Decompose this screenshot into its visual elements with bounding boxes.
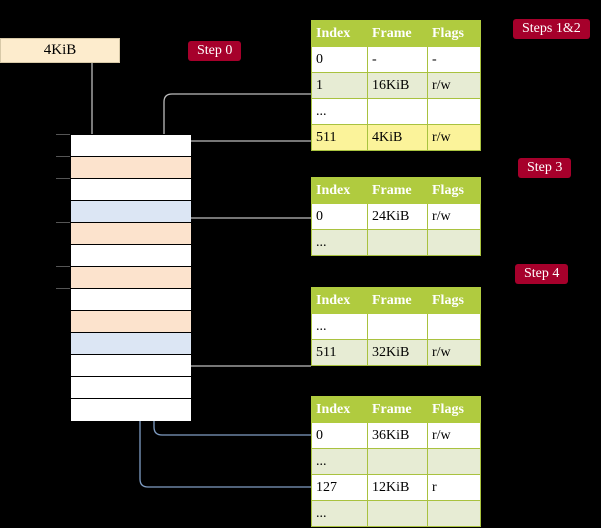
cell-flags — [427, 313, 481, 340]
cell-frame: - — [367, 46, 428, 73]
table-row: 0 36KiB r/w — [311, 422, 481, 449]
page-table-level-3: Index Frame Flags 0 24KiB r/w ... — [311, 177, 481, 256]
table-row: 0 - - — [311, 46, 481, 73]
cell-flags: r/w — [427, 72, 481, 99]
physical-memory-column — [70, 134, 191, 421]
cell-index: 511 — [311, 339, 368, 366]
memory-tick — [56, 134, 70, 135]
cell-flags — [427, 229, 481, 256]
memory-tick — [56, 222, 70, 223]
cell-index: 127 — [311, 474, 368, 501]
cell-frame: 12KiB — [367, 474, 428, 501]
table-row: 511 32KiB r/w — [311, 339, 481, 366]
cell-flags: r/w — [427, 203, 481, 230]
cell-flags: r/w — [427, 339, 481, 366]
cell-index: 0 — [311, 203, 368, 230]
cell-frame — [367, 229, 428, 256]
table-row: 511 4KiB r/w — [311, 124, 481, 151]
cell-index: ... — [311, 313, 368, 340]
cell-flags — [427, 448, 481, 475]
table-row: ... — [311, 98, 481, 125]
page-box-4kib: 4KiB — [0, 38, 120, 63]
memory-tick — [56, 266, 70, 267]
memory-frame-row — [71, 179, 191, 201]
table-row: ... — [311, 313, 481, 340]
badge-step-4: Step 4 — [515, 264, 569, 284]
cell-flags: r/w — [427, 124, 481, 151]
memory-frame-row — [71, 355, 191, 377]
memory-frame-row — [71, 377, 191, 399]
cell-flags: r/w — [427, 422, 481, 449]
page-table-level-1: Index Frame Flags 0 36KiB r/w ... 127 12… — [311, 396, 481, 527]
memory-tick — [56, 156, 70, 157]
column-header-index: Index — [311, 396, 368, 423]
cell-index: 0 — [311, 422, 368, 449]
column-header-frame: Frame — [367, 20, 428, 47]
column-header-flags: Flags — [427, 396, 481, 423]
memory-frame-row — [71, 201, 191, 223]
column-header-index: Index — [311, 177, 368, 204]
column-header-frame: Frame — [367, 177, 428, 204]
column-header-frame: Frame — [367, 396, 428, 423]
table-row: ... — [311, 448, 481, 475]
cell-frame: 24KiB — [367, 203, 428, 230]
memory-frame-row — [71, 311, 191, 333]
column-header-index: Index — [311, 20, 368, 47]
cell-index: 0 — [311, 46, 368, 73]
memory-frame-row — [71, 289, 191, 311]
cell-flags: - — [427, 46, 481, 73]
cell-index: ... — [311, 98, 368, 125]
memory-tick — [56, 288, 70, 289]
cell-frame: 36KiB — [367, 422, 428, 449]
cell-frame: 32KiB — [367, 339, 428, 366]
page-table-level-4: Index Frame Flags 0 - - 1 16KiB r/w ... … — [311, 20, 481, 151]
column-header-frame: Frame — [367, 287, 428, 314]
table-row: 127 12KiB r — [311, 474, 481, 501]
cell-index: 511 — [311, 124, 368, 151]
cell-flags — [427, 500, 481, 527]
memory-frame-row — [71, 223, 191, 245]
memory-tick — [56, 178, 70, 179]
column-header-flags: Flags — [427, 287, 481, 314]
cell-index: 1 — [311, 72, 368, 99]
memory-frame-row — [71, 245, 191, 267]
cell-flags — [427, 98, 481, 125]
memory-frame-row — [71, 157, 191, 179]
cell-frame — [367, 500, 428, 527]
cell-index: ... — [311, 448, 368, 475]
cell-frame — [367, 98, 428, 125]
cell-flags: r — [427, 474, 481, 501]
memory-frame-row — [71, 135, 191, 157]
table-row: ... — [311, 500, 481, 527]
memory-frame-row — [71, 333, 191, 355]
table-row: 0 24KiB r/w — [311, 203, 481, 230]
column-header-flags: Flags — [427, 20, 481, 47]
badge-step-0: Step 0 — [188, 41, 242, 61]
page-table-level-2: Index Frame Flags ... 511 32KiB r/w — [311, 287, 481, 366]
column-header-index: Index — [311, 287, 368, 314]
table-row: 1 16KiB r/w — [311, 72, 481, 99]
cell-frame — [367, 313, 428, 340]
cell-frame — [367, 448, 428, 475]
cell-index: ... — [311, 229, 368, 256]
cell-frame: 4KiB — [367, 124, 428, 151]
badge-steps-1-2: Steps 1&2 — [513, 19, 590, 39]
table-row: ... — [311, 229, 481, 256]
cell-frame: 16KiB — [367, 72, 428, 99]
memory-frame-row — [71, 267, 191, 289]
cell-index: ... — [311, 500, 368, 527]
memory-frame-row — [71, 399, 191, 421]
badge-step-3: Step 3 — [518, 158, 572, 178]
column-header-flags: Flags — [427, 177, 481, 204]
